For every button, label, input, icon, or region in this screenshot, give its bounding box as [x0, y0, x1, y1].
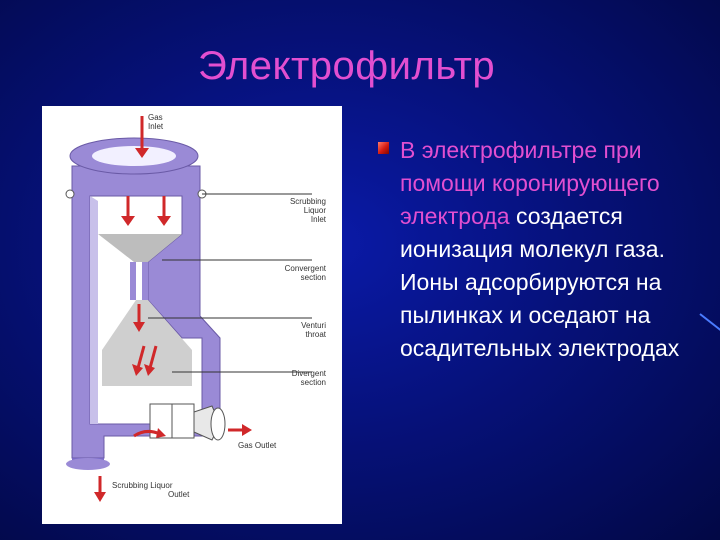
label-gas-outlet: Gas Outlet — [238, 441, 277, 450]
bullet-rest-text: создается ионизация молекул газа. Ионы а… — [400, 203, 680, 361]
divergent-section-shape — [102, 300, 192, 386]
flow-arrows — [94, 116, 252, 502]
bullet-highlight-text: В электрофильтре при помощи коронирующег… — [400, 137, 660, 229]
bullet-marker-icon — [378, 142, 389, 154]
bullet-item-text: В электрофильтре при помощи коронирующег… — [400, 134, 700, 365]
decorative-line — [699, 313, 720, 333]
gas-outlet-pipe — [210, 407, 226, 441]
convergent-section-shape — [98, 234, 182, 262]
slide-title: Электрофильтр — [198, 44, 496, 88]
